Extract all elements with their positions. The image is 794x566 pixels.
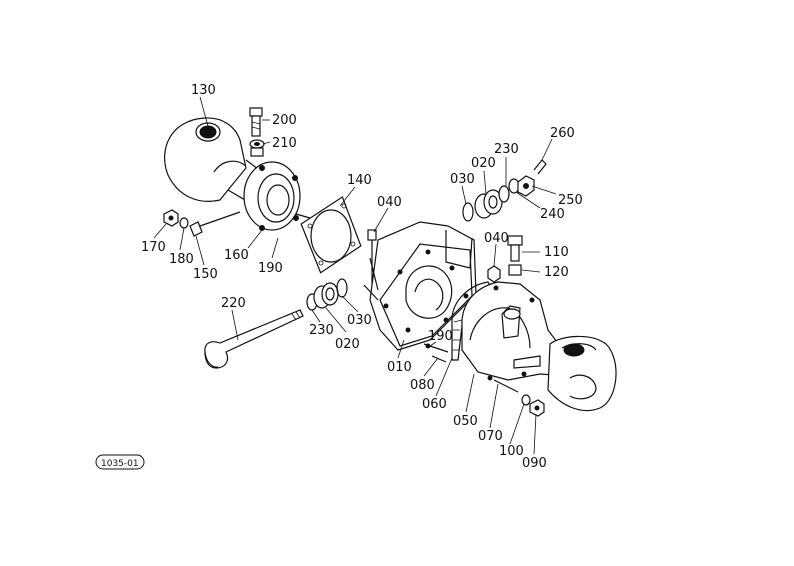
part-020-bearing-right[interactable] — [474, 189, 503, 219]
part-180-washer[interactable] — [179, 217, 189, 229]
callout-150[interactable]: 150 — [193, 267, 218, 282]
callout-140[interactable]: 140 — [347, 173, 372, 188]
callout-080[interactable]: 080 — [410, 378, 435, 393]
callout-020-right[interactable]: 020 — [471, 156, 496, 171]
callout-070[interactable]: 070 — [478, 429, 503, 444]
part-130-housing[interactable] — [164, 117, 311, 231]
part-010-center-case[interactable] — [363, 221, 477, 351]
part-020-bearing-left[interactable] — [313, 282, 339, 309]
part-030-ring-right[interactable] — [462, 202, 474, 222]
callout-160[interactable]: 160 — [224, 248, 249, 263]
callout-100[interactable]: 100 — [499, 444, 524, 459]
callout-200[interactable]: 200 — [272, 113, 297, 128]
callout-180[interactable]: 180 — [169, 252, 194, 267]
part-030-ring-left[interactable] — [336, 278, 348, 298]
callout-090[interactable]: 090 — [522, 456, 547, 471]
part-250-nut[interactable] — [517, 175, 535, 197]
part-090-nut[interactable] — [529, 399, 545, 417]
callout-110[interactable]: 110 — [544, 245, 569, 260]
callout-240[interactable]: 240 — [540, 207, 565, 222]
diagram-code-badge: 1035-01 — [95, 454, 145, 470]
part-210-washer[interactable] — [249, 139, 265, 157]
callout-260[interactable]: 260 — [550, 126, 575, 141]
callout-220[interactable]: 220 — [221, 296, 246, 311]
part-150-stud[interactable] — [189, 211, 241, 237]
part-190-pin-center[interactable] — [423, 343, 449, 353]
callout-050[interactable]: 050 — [453, 414, 478, 429]
part-100-washer[interactable] — [521, 394, 531, 406]
callout-130[interactable]: 130 — [191, 83, 216, 98]
part-220-shaft[interactable] — [204, 309, 304, 369]
part-040-bolt-upper[interactable] — [367, 229, 377, 284]
part-260-cotter-pin[interactable] — [533, 159, 547, 175]
part-120-washer[interactable] — [508, 264, 522, 276]
leader-lines — [153, 96, 557, 455]
part-140-gasket[interactable] — [299, 196, 362, 274]
callout-060[interactable]: 060 — [422, 397, 447, 412]
callout-020-left[interactable]: 020 — [335, 337, 360, 352]
callout-040-upper[interactable]: 040 — [377, 195, 402, 210]
callout-030-left[interactable]: 030 — [347, 313, 372, 328]
part-200-bolt[interactable] — [249, 107, 263, 137]
part-110-bolt[interactable] — [507, 235, 523, 262]
part-040-nut-right[interactable] — [487, 265, 501, 283]
callout-010[interactable]: 010 — [387, 360, 412, 375]
callout-170[interactable]: 170 — [141, 240, 166, 255]
callout-labels: 130 200 210 140 040 030 020 230 260 250 … — [141, 83, 583, 471]
callout-190-left[interactable]: 190 — [258, 261, 283, 276]
part-230-seal-right[interactable] — [498, 185, 510, 203]
callout-120[interactable]: 120 — [544, 265, 569, 280]
callout-040-right[interactable]: 040 — [484, 231, 509, 246]
part-050-housing-right[interactable] — [461, 281, 617, 412]
callout-230-right[interactable]: 230 — [494, 142, 519, 157]
part-080-pin[interactable] — [431, 355, 447, 363]
callout-210[interactable]: 210 — [272, 136, 297, 151]
callout-230-left[interactable]: 230 — [309, 323, 334, 338]
callout-250[interactable]: 250 — [558, 193, 583, 208]
callout-190-center[interactable]: 190 — [428, 329, 453, 344]
part-070-stud[interactable] — [493, 379, 519, 393]
diagram-code-text: 1035-01 — [101, 459, 139, 469]
callout-030-right[interactable]: 030 — [450, 172, 475, 187]
part-170-nut[interactable] — [163, 209, 179, 227]
